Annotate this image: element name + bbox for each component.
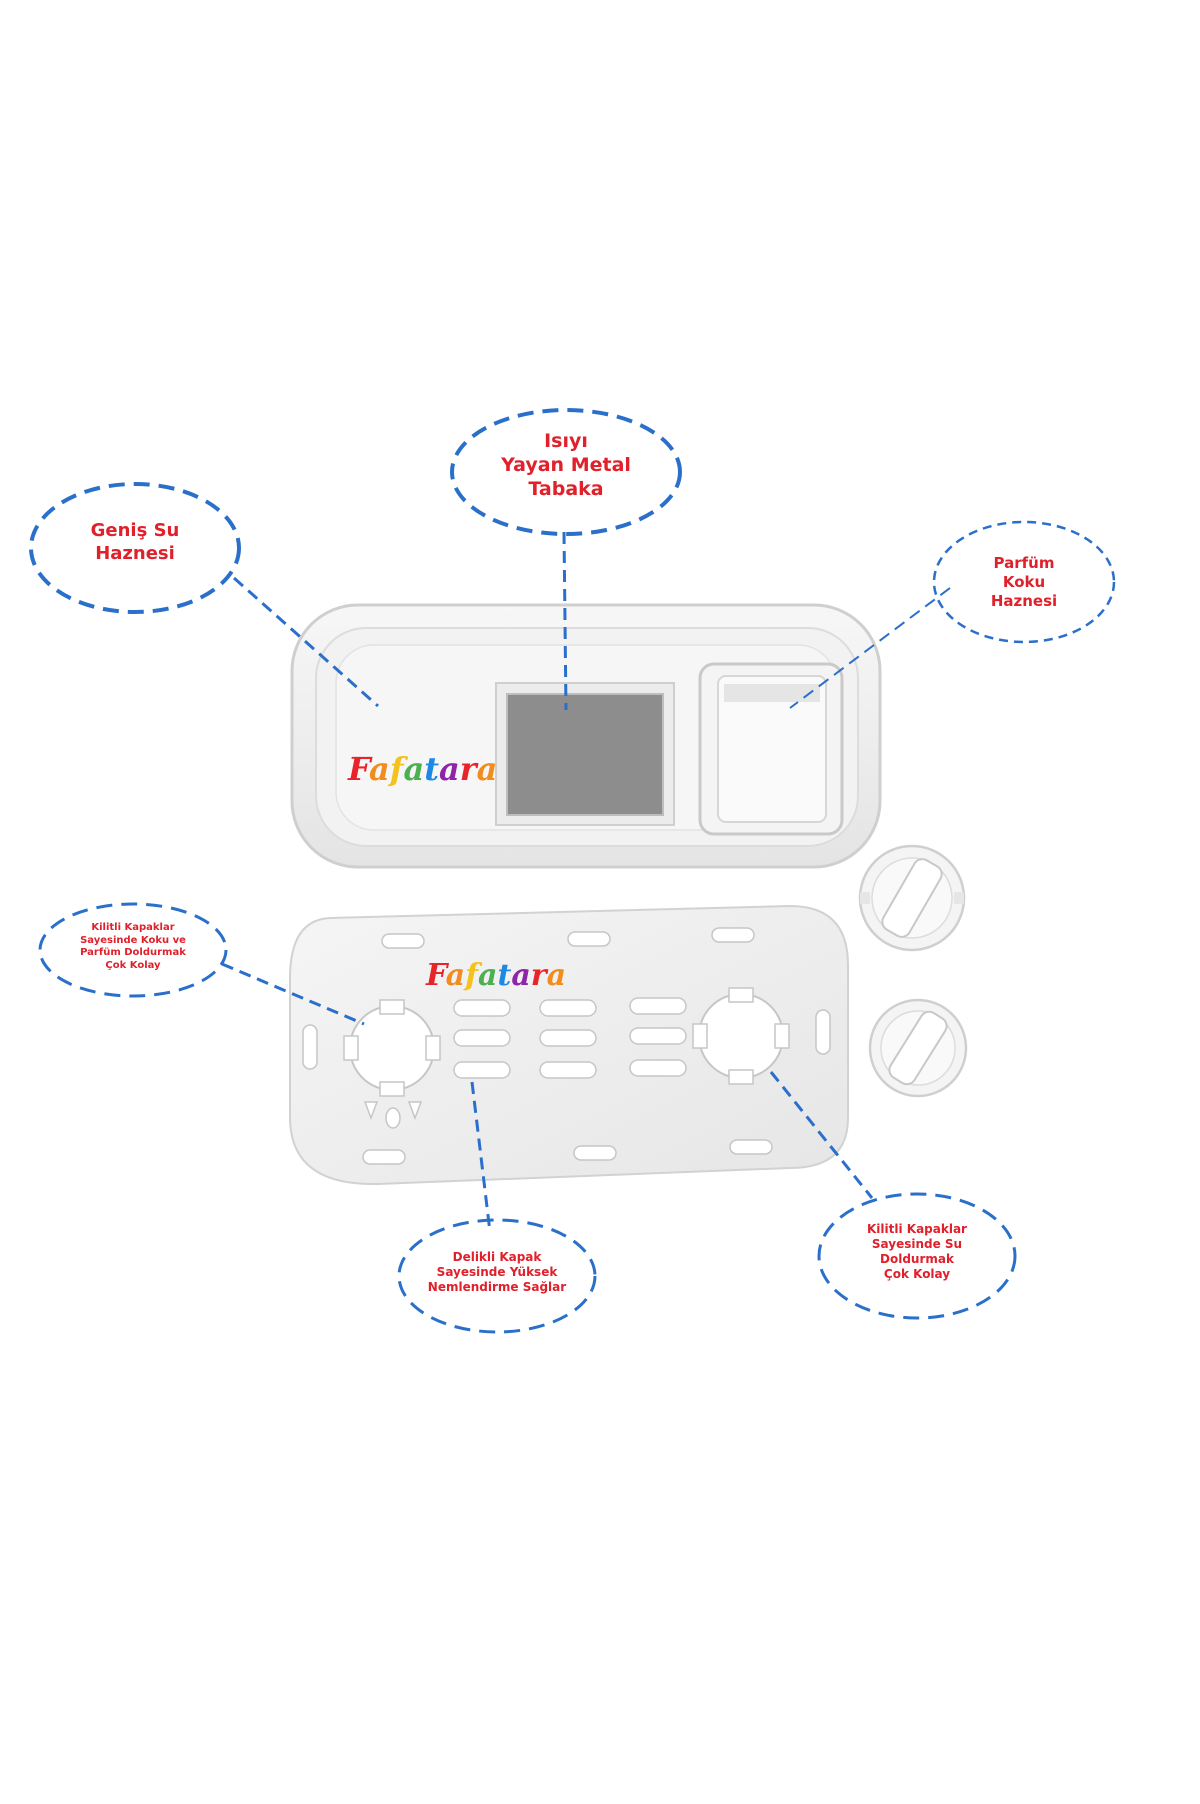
- leader-metal-plate: [562, 531, 568, 711]
- callout-line: Tabaka: [528, 477, 604, 500]
- leader-locking-caps-water: [769, 1071, 874, 1199]
- callout-water-tank: Geniş Su Haznesi: [40, 520, 230, 565]
- cap-bottom: [868, 998, 968, 1098]
- brand-logo-text: Fafatara: [348, 750, 498, 788]
- callout-perforated-lid-outline: [397, 1218, 597, 1334]
- callout-ellipses: [29, 408, 1116, 1334]
- callout-line: Sayesinde Koku ve: [80, 934, 186, 946]
- callout-line: Delikli Kapak: [452, 1250, 542, 1264]
- callout-perforated-lid: Delikli Kapak Sayesinde Yüksek Nemlendir…: [402, 1250, 592, 1295]
- perfume-compartment: [698, 662, 844, 836]
- callout-line: Doldurmak: [880, 1252, 954, 1266]
- callout-line: Isıyı: [544, 430, 588, 452]
- leader-water-tank: [233, 576, 379, 708]
- callout-metal-plate: Isıyı Yayan Metal Tabaka: [466, 430, 666, 501]
- callout-line: Sayesinde Yüksek: [436, 1265, 558, 1279]
- drip-holes: [363, 1101, 423, 1129]
- callout-line: Koku: [1002, 572, 1046, 591]
- callout-locking-caps-water-outline: [817, 1192, 1017, 1320]
- callout-water-tank-outline: [29, 482, 241, 614]
- callout-line: Çok Kolay: [883, 1267, 951, 1281]
- callout-line: Haznesi: [990, 591, 1058, 610]
- brand-logo-tray: Fafatara: [348, 750, 497, 788]
- brand-logo-lid: Fafatara: [426, 958, 566, 993]
- callout-line: Parfüm: [993, 554, 1055, 572]
- callout-line: Yayan Metal: [501, 453, 631, 476]
- leader-locking-caps-perfume: [221, 962, 365, 1026]
- callout-locking-caps-perfume-outline: [38, 902, 228, 998]
- callout-line: Haznesi: [95, 542, 175, 564]
- callout-line: Sayesinde Su: [871, 1237, 963, 1251]
- callout-locking-caps-perfume: Kilitli Kapaklar Sayesinde Koku ve Parfü…: [48, 922, 218, 972]
- leader-perforated-lid: [470, 1081, 492, 1233]
- callout-line: Çok Kolay: [105, 959, 161, 971]
- leader-perfume: [789, 587, 951, 709]
- callout-perfume: Parfüm Koku Haznesi: [944, 554, 1104, 610]
- brand-logo-text: Fafatara: [426, 958, 567, 993]
- callout-line: Nemlendirme Sağlar: [427, 1280, 567, 1294]
- vent-slots: [453, 997, 687, 1079]
- cap-opening-left: [343, 999, 441, 1097]
- leader-lines: [221, 531, 951, 1233]
- callout-locking-caps-water: Kilitli Kapaklar Sayesinde Su Doldurmak …: [832, 1222, 1002, 1282]
- callout-perfume-outline: [932, 520, 1116, 644]
- callout-line: Kilitli Kapaklar: [91, 922, 175, 933]
- callout-line: Kilitli Kapaklar: [867, 1222, 967, 1236]
- cap-top: [858, 844, 966, 952]
- callout-line: Parfüm Doldurmak: [80, 947, 186, 958]
- metal-plate: [495, 682, 675, 826]
- callout-line: Geniş Su: [90, 520, 180, 541]
- perforated-lid: [289, 904, 849, 1186]
- callout-metal-plate-outline: [450, 408, 682, 536]
- cap-opening-right: [692, 987, 790, 1085]
